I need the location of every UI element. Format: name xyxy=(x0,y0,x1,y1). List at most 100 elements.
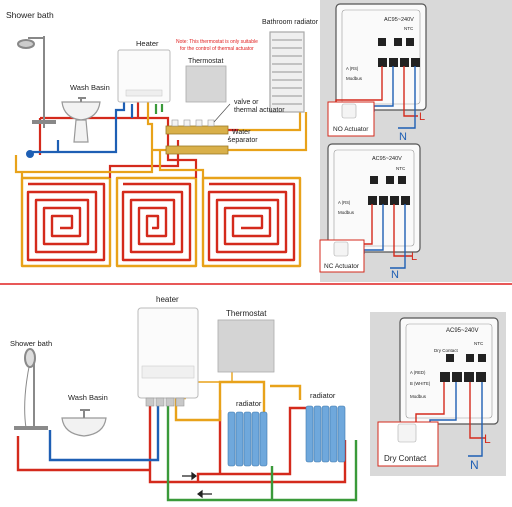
wiring-panel-dry-contact: AC95~240V Dry Contact NTC A (RED) B (WHI… xyxy=(370,312,506,476)
dry-ntc-label: NTC xyxy=(474,341,484,346)
label-bathroom-radiator: Bathroom radiator xyxy=(262,19,319,26)
shower-handset xyxy=(24,348,36,368)
terminal xyxy=(400,58,409,67)
radiator-fin xyxy=(259,411,268,467)
terminal xyxy=(378,58,387,67)
label-water-line2: separator xyxy=(228,137,258,144)
terminal xyxy=(466,354,474,362)
basin-pedestal xyxy=(73,119,89,143)
label-wash-basin-bottom: Wash Basin xyxy=(68,393,108,402)
dry-N-label: N xyxy=(470,458,479,472)
top-section: Shower bath Wash Basin Heater Note: This… xyxy=(6,0,512,282)
loop-2-spiral xyxy=(121,182,192,262)
radiator-fin xyxy=(235,411,244,467)
flow-arrow-right xyxy=(182,471,197,481)
loop-3-spiral xyxy=(207,182,296,262)
flow-arrow-left xyxy=(197,489,212,499)
bottom-green-pipe xyxy=(166,398,358,502)
heater-display xyxy=(125,89,163,97)
dry-modbus-label: Modbus xyxy=(410,394,427,399)
dry-white-label: B (WHITE) xyxy=(410,381,431,386)
bottom-section: heater Thermostat Shower bath Wash Basin… xyxy=(10,295,506,502)
heater-valve xyxy=(155,397,165,407)
terminal xyxy=(411,58,420,67)
terminal xyxy=(452,372,462,382)
thermostat-bottom xyxy=(217,319,275,373)
heater-body xyxy=(117,49,171,103)
flow-arrows xyxy=(182,471,212,499)
floor-loop-1 xyxy=(20,176,112,268)
nc-rs485-label: A (RS) xyxy=(338,200,351,205)
nc-N-label: N xyxy=(391,269,399,281)
actuator-head xyxy=(183,119,191,127)
no-actuator-device xyxy=(341,103,357,119)
actuator-head xyxy=(195,119,203,127)
dry-small-contact-label: Dry Contact xyxy=(434,348,459,353)
dry-contact-label: Dry Contact xyxy=(384,454,427,463)
hot-pipe-main xyxy=(38,102,238,178)
terminal xyxy=(378,38,386,46)
separator-leader xyxy=(227,135,231,141)
bottom-cold-pipe xyxy=(48,398,160,462)
basin-tap xyxy=(78,97,86,102)
terminal xyxy=(476,372,486,382)
nc-actuator-device xyxy=(333,241,349,257)
basin-bowl-bottom xyxy=(61,417,107,437)
heater-valve xyxy=(175,397,185,407)
terminal xyxy=(398,176,406,184)
no-terminal-block xyxy=(378,38,420,67)
top-pipes xyxy=(14,102,308,178)
no-ntc-label: NTC xyxy=(404,26,414,31)
label-valve-line2: thermal actuator xyxy=(234,107,285,114)
shower-head xyxy=(17,39,35,49)
terminal xyxy=(370,176,378,184)
label-thermostat-bottom: Thermostat xyxy=(226,309,267,318)
radiator-fin xyxy=(227,411,236,467)
terminal xyxy=(386,176,394,184)
radiator-fin xyxy=(243,411,252,467)
thermostat-back-no-inner xyxy=(341,9,421,105)
shower-valve xyxy=(26,150,34,158)
dry-rs485-label: A (RED) xyxy=(410,370,426,375)
thermostat-back-dry-inner xyxy=(405,323,493,419)
dry-wire-red xyxy=(415,382,486,439)
label-heater: Heater xyxy=(136,39,159,48)
actuator-heads xyxy=(171,119,215,127)
heater-unit-top xyxy=(117,49,171,103)
radiator-fin xyxy=(313,405,322,463)
radiator-fin xyxy=(251,411,260,467)
heater-panel-bottom xyxy=(141,365,195,379)
thermostat-panel-bottom xyxy=(217,319,275,373)
no-rs485-label: A (RS) xyxy=(346,66,359,71)
radiator-1-fins xyxy=(227,411,268,467)
no-voltage-label: AC95~240V xyxy=(384,17,414,23)
thermostat-top xyxy=(185,65,227,103)
terminal xyxy=(379,196,388,205)
floor-loop-3 xyxy=(201,176,302,268)
shower-bath-fixture xyxy=(17,36,56,158)
shower-bath-fixture-bottom xyxy=(14,348,48,430)
nc-modbus-label: Modbus xyxy=(338,210,355,215)
heater-body-bottom xyxy=(137,307,199,399)
terminal xyxy=(368,196,377,205)
wash-basin-fixture xyxy=(61,97,101,143)
nc-actuator-label: NC Actuator xyxy=(324,263,360,270)
label-water-line1: Water xyxy=(232,129,251,136)
towel-rail-bars xyxy=(272,39,302,105)
terminal xyxy=(446,354,454,362)
label-radiator-2: radiator xyxy=(310,391,336,400)
dry-terminal-block xyxy=(440,354,486,382)
loop-1-outer xyxy=(20,176,112,268)
bathroom-radiator-top xyxy=(269,31,305,113)
label-heater-bottom: heater xyxy=(156,295,179,304)
manifold-supply-bar xyxy=(165,125,229,135)
return-pipe-main xyxy=(14,102,308,178)
cold-pipe-main xyxy=(30,102,134,154)
valve-leader xyxy=(213,103,231,123)
radiator-1 xyxy=(227,411,268,467)
terminal xyxy=(464,372,474,382)
water-separator-manifold xyxy=(165,119,229,155)
label-shower-bath: Shower bath xyxy=(6,10,54,20)
wash-basin-fixture-bottom xyxy=(61,409,107,437)
